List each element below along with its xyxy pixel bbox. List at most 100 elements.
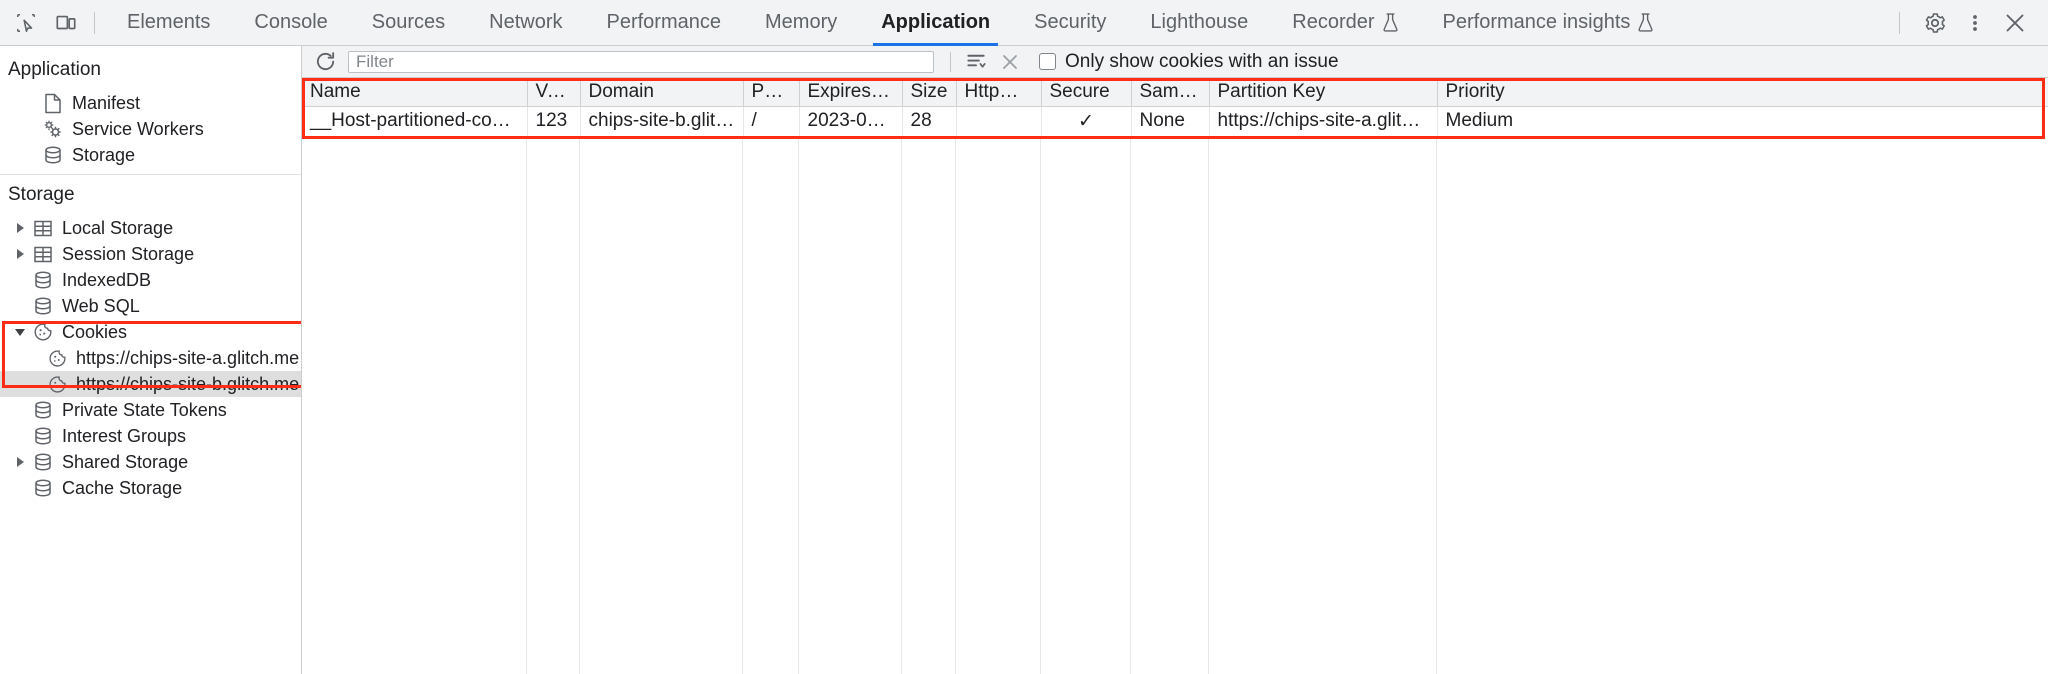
tab-performance-insights[interactable]: Performance insights xyxy=(1421,0,1677,46)
cell-httponly[interactable] xyxy=(956,106,1042,136)
tabbar-right-icons xyxy=(1893,4,2048,42)
column-header-expires[interactable]: Expires / M… xyxy=(799,78,903,107)
sidebar-item-label: Web SQL xyxy=(62,296,140,316)
grid-col xyxy=(743,136,799,674)
clear-x-icon[interactable] xyxy=(997,49,1023,75)
tabbar-right-divider xyxy=(1899,11,1900,34)
chevron-down-icon[interactable] xyxy=(10,328,30,336)
column-header-partition-key[interactable]: Partition Key xyxy=(1209,78,1438,107)
grid-col xyxy=(956,136,1041,674)
cookie-icon xyxy=(44,347,70,369)
column-header-samesite[interactable]: SameSite xyxy=(1131,78,1210,107)
cell-expires[interactable]: 2023-07-07… xyxy=(799,106,903,136)
sidebar-item-session-storage[interactable]: Session Storage xyxy=(0,241,301,267)
sidebar-item-cache-storage[interactable]: Cache Storage xyxy=(0,475,301,501)
column-header-value[interactable]: Value xyxy=(527,78,581,107)
sidebar-item-cookies[interactable]: Cookies xyxy=(0,319,301,345)
chevron-right-icon[interactable] xyxy=(10,223,30,233)
device-toolbar-icon[interactable] xyxy=(48,6,84,40)
only-issues-checkbox[interactable] xyxy=(1039,53,1056,70)
table-icon xyxy=(30,243,56,265)
tab-security[interactable]: Security xyxy=(1012,0,1128,46)
sidebar-item-manifest[interactable]: Manifest xyxy=(0,90,301,116)
tab-network[interactable]: Network xyxy=(467,0,584,46)
cell-size[interactable]: 28 xyxy=(902,106,957,136)
inspect-element-icon[interactable] xyxy=(8,6,44,40)
cookie-icon xyxy=(44,373,70,395)
column-header-httponly[interactable]: HttpOnly xyxy=(956,78,1042,107)
database-icon xyxy=(30,477,56,499)
sidebar-section-storage-title: Storage xyxy=(8,184,75,205)
tab-performance[interactable]: Performance xyxy=(585,0,744,46)
manifest-file-icon xyxy=(40,92,66,114)
filter-placeholder-text: Filter xyxy=(356,51,394,71)
table-empty-grid xyxy=(302,136,2048,674)
grid-col xyxy=(302,136,527,674)
devtools-body: Application Manifest xyxy=(0,46,2048,674)
tab-memory[interactable]: Memory xyxy=(743,0,859,46)
grid-col xyxy=(1041,136,1131,674)
table-row[interactable]: __Host-partitioned-cookie 123 chips-site… xyxy=(302,106,2048,136)
only-issues-checkbox-wrapper[interactable]: Only show cookies with an issue xyxy=(1039,51,1339,73)
sidebar-item-interest-groups[interactable]: Interest Groups xyxy=(0,423,301,449)
cell-samesite[interactable]: None xyxy=(1131,106,1210,136)
sidebar-item-service-workers[interactable]: Service Workers xyxy=(0,116,301,142)
tab-sources[interactable]: Sources xyxy=(350,0,467,46)
cell-value[interactable]: 123 xyxy=(527,106,581,136)
sidebar-item-label: Cache Storage xyxy=(62,478,183,498)
sidebar-item-cookies-chips-site-a[interactable]: https://chips-site-a.glitch.me xyxy=(0,345,301,371)
more-vertical-icon[interactable] xyxy=(1956,4,1994,42)
sidebar-item-label: Private State Tokens xyxy=(62,400,227,420)
cookies-filter-toolbar: Filter Only show cookies with an xyxy=(302,46,2048,78)
sidebar-item-storage[interactable]: Storage xyxy=(0,142,301,168)
chevron-right-icon[interactable] xyxy=(10,249,30,259)
tab-label: Security xyxy=(1034,11,1107,33)
column-header-secure[interactable]: Secure xyxy=(1041,78,1132,107)
column-header-name[interactable]: Name xyxy=(302,78,528,107)
sidebar-item-label: Local Storage xyxy=(62,218,174,238)
filter-clear-icon[interactable] xyxy=(963,49,989,75)
cell-priority[interactable]: Medium xyxy=(1445,110,1514,132)
tab-label: Performance xyxy=(606,11,722,33)
database-icon xyxy=(30,295,56,317)
database-icon xyxy=(30,399,56,421)
tab-recorder[interactable]: Recorder xyxy=(1270,0,1420,46)
refresh-icon[interactable] xyxy=(312,49,338,75)
database-icon xyxy=(40,144,66,166)
sidebar-item-shared-storage[interactable]: Shared Storage xyxy=(0,449,301,475)
grid-col xyxy=(1437,136,2048,674)
column-header-domain[interactable]: Domain xyxy=(580,78,744,107)
sidebar-item-local-storage[interactable]: Local Storage xyxy=(0,215,301,241)
tab-elements[interactable]: Elements xyxy=(105,0,232,46)
tab-lighthouse[interactable]: Lighthouse xyxy=(1128,0,1270,46)
sidebar-item-label: Shared Storage xyxy=(62,452,189,472)
sidebar-item-label: https://chips-site-a.glitch.me xyxy=(76,348,300,368)
sidebar-item-web-sql[interactable]: Web SQL xyxy=(0,293,301,319)
close-icon[interactable] xyxy=(1996,4,2034,42)
column-header-size[interactable]: Size xyxy=(902,78,957,107)
tab-label: Elements xyxy=(127,11,211,33)
sidebar-item-cookies-chips-site-b[interactable]: https://chips-site-b.glitch.me xyxy=(0,371,301,397)
experiment-flask-icon xyxy=(1382,13,1399,32)
cell-name[interactable]: __Host-partitioned-cookie xyxy=(302,106,528,136)
devtools-tabbar: Elements Console Sources Network Perform… xyxy=(0,0,2048,46)
column-header-path[interactable]: Path xyxy=(743,78,800,107)
search-input[interactable]: Filter xyxy=(348,50,934,73)
sidebar-item-private-state-tokens[interactable]: Private State Tokens xyxy=(0,397,301,423)
chevron-right-icon[interactable] xyxy=(10,457,30,467)
tab-application[interactable]: Application xyxy=(859,0,1012,46)
cookies-panel: Filter Only show cookies with an xyxy=(302,46,2048,674)
cell-domain[interactable]: chips-site-b.glitch.me xyxy=(580,106,744,136)
gear-icon[interactable] xyxy=(1916,4,1954,42)
sidebar-item-label: Manifest xyxy=(72,93,141,113)
grid-col xyxy=(580,136,743,674)
database-icon xyxy=(30,425,56,447)
sidebar-item-indexeddb[interactable]: IndexedDB xyxy=(0,267,301,293)
cell-path[interactable]: / xyxy=(743,106,800,136)
cell-partition-key[interactable]: https://chips-site-a.glitch.me xyxy=(1209,106,1438,136)
column-header-priority[interactable]: Priority xyxy=(1437,78,2048,107)
tab-console[interactable]: Console xyxy=(232,0,349,46)
grid-col xyxy=(1209,136,1437,674)
cell-secure[interactable]: ✓ xyxy=(1041,106,1132,136)
